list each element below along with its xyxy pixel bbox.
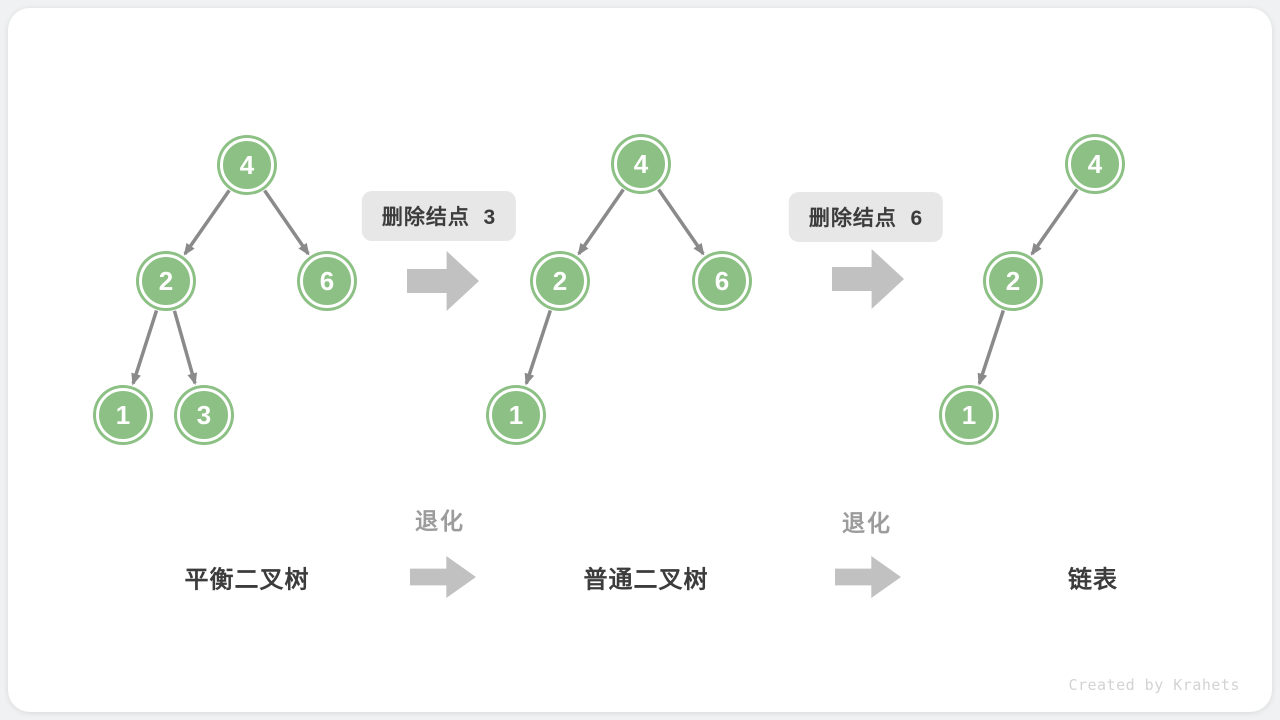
tree-label-ordinary-binary-tree: 普通二叉树 (583, 566, 709, 594)
tree-node-2: 2 (533, 254, 587, 308)
tree-node-3: 3 (177, 388, 231, 442)
delete-node-label: 删除结点 6 (788, 192, 944, 242)
tree-node-2: 2 (986, 254, 1040, 308)
tree-node-6: 6 (300, 254, 354, 308)
tree-node-1: 1 (96, 388, 150, 442)
tree-label-linked-list: 链表 (1068, 566, 1118, 594)
watermark: Created by Krahets (1068, 676, 1240, 694)
tree-node-2: 2 (139, 254, 193, 308)
tree-node-4: 4 (614, 137, 668, 191)
tree-node-4: 4 (220, 138, 274, 192)
tree-node-6: 6 (695, 254, 749, 308)
tree-label-balanced-binary-tree: 平衡二叉树 (184, 566, 310, 594)
tree-node-1: 1 (489, 388, 543, 442)
diagram-card (8, 8, 1272, 712)
delete-node-label: 删除结点 3 (361, 191, 517, 241)
degrade-label: 退化 (415, 508, 465, 534)
tree-node-1: 1 (942, 388, 996, 442)
tree-node-4: 4 (1068, 137, 1122, 191)
degrade-label: 退化 (842, 510, 892, 536)
